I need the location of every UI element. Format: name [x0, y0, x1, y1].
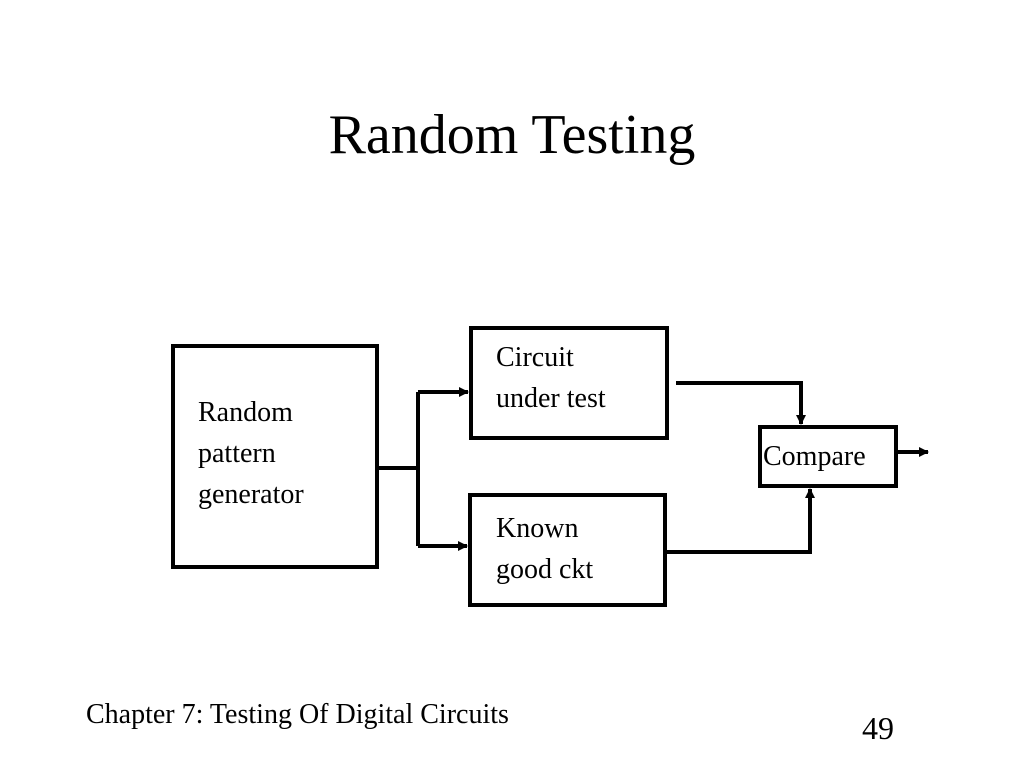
slide-footer: Chapter 7: Testing Of Digital Circuits: [86, 699, 509, 730]
known-good-label-line-1: Known: [496, 513, 578, 544]
slide-title: Random Testing: [328, 104, 696, 166]
page-number: 49: [862, 710, 894, 746]
arrow-cut-to-compare: [676, 381, 806, 425]
circuit-under-test-block: Circuit under test: [469, 326, 669, 440]
generator-box: [171, 344, 379, 569]
random-pattern-generator-block: Random pattern generator: [171, 344, 379, 569]
cut-box: [469, 326, 669, 440]
known-good-label-line-2: good ckt: [496, 554, 593, 585]
compare-box: [758, 425, 898, 488]
compare-block: Compare: [758, 425, 898, 488]
compare-label: Compare: [763, 441, 866, 472]
cut-label-line-2: under test: [496, 383, 606, 414]
arrow-known-good-to-compare: [665, 488, 815, 554]
generator-label-line-3: generator: [198, 479, 304, 510]
generator-label-line-2: pattern: [198, 438, 276, 469]
cut-label-line-1: Circuit: [496, 342, 574, 373]
known-good-box: [468, 493, 667, 607]
generator-label-line-1: Random: [198, 397, 293, 428]
known-good-circuit-block: Known good ckt: [468, 493, 667, 607]
